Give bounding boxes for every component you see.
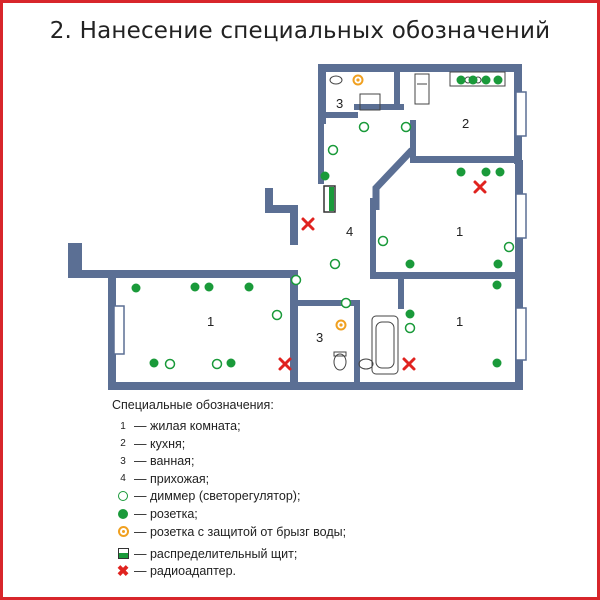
legend-key: 2 (120, 438, 126, 450)
dimmer-icon (327, 144, 339, 156)
dimmer-icon (358, 121, 370, 133)
socket-icon (481, 167, 491, 177)
dimmer-icon (164, 358, 176, 370)
legend-text: — радиоадаптер. (134, 564, 237, 579)
dimmer-icon (329, 258, 341, 270)
room-label-bedroom-bottom-right: 1 (456, 314, 463, 329)
legend-text: — распределительный щит; (134, 546, 298, 561)
socket-icon (493, 259, 503, 269)
socket-icon (481, 75, 491, 85)
waterproof-sockets (335, 74, 364, 331)
walls (68, 64, 523, 390)
socket-icon (204, 282, 214, 292)
legend-text: — диммер (светорегулятор); (134, 489, 301, 504)
room-label-bathroom-mid: 3 (316, 330, 323, 345)
legend-item-bathroom: 3 — ванная; (112, 453, 532, 469)
dimmer-icon (400, 121, 412, 133)
legend-item-living-room: 1 — жилая комната; (112, 418, 532, 434)
legend-text: — кухня; (134, 436, 186, 451)
socket-icon (190, 282, 200, 292)
dimmer-icon (503, 241, 515, 253)
radio-adapter-icon (301, 217, 315, 231)
legend-text: — ванная; (134, 454, 195, 469)
legend-text: — прихожая; (134, 471, 210, 486)
room-label-living-left: 1 (207, 314, 214, 329)
dimmer-icon (340, 297, 352, 309)
socket-icon (495, 167, 505, 177)
dimmer-icon (211, 358, 223, 370)
socket-icon (493, 75, 503, 85)
windows (113, 91, 527, 361)
socket-icon (492, 280, 502, 290)
waterproof-socket-icon (117, 526, 129, 538)
diagonal-walls (372, 147, 415, 210)
dimmer-icon (118, 491, 128, 502)
legend-item-kitchen: 2 — кухня; (112, 436, 532, 452)
legend-item-waterproof-socket: — розетка с защитой от брызг воды; (112, 524, 532, 540)
dimmer-icon (404, 322, 416, 334)
distribution-panel-icon (117, 548, 129, 560)
room-label-bedroom-right: 1 (456, 224, 463, 239)
legend-item-radio-adapter: ✖ — радиоадаптер. (112, 563, 532, 579)
legend-key: 3 (120, 455, 126, 467)
legend-text: — розетка; (134, 506, 198, 521)
socket-icon (405, 259, 415, 269)
radio-adapter-icon (473, 180, 487, 194)
dimmer-icon (290, 274, 302, 286)
dimmer-icon (377, 235, 389, 247)
legend-key: 4 (120, 473, 126, 485)
room-labels: 3 2 1 4 1 3 1 (207, 96, 469, 345)
socket-icon (226, 358, 236, 368)
socket-icon (492, 358, 502, 368)
radio-adapter-icon: ✖ (116, 562, 130, 580)
room-label-bathroom-top: 3 (336, 96, 343, 111)
legend: Специальные обозначения: 1 — жилая комна… (112, 398, 532, 581)
socket-icon (468, 75, 478, 85)
legend-text: — розетка с защитой от брызг воды; (134, 524, 347, 539)
radio-adapter-icon (278, 357, 292, 371)
legend-item-distribution-panel: — распределительный щит; (112, 546, 532, 562)
fixtures (329, 71, 506, 375)
legend-heading: Специальные обозначения: (112, 398, 274, 412)
distribution-panel-icon (323, 185, 336, 213)
socket-icon (320, 171, 330, 181)
legend-item-hallway: 4 — прихожая; (112, 471, 532, 487)
legend-text: — жилая комната; (134, 419, 241, 433)
legend-item-socket: — розетка; (112, 506, 532, 522)
socket-icon (405, 309, 415, 319)
sockets (131, 75, 505, 368)
socket-icon (456, 75, 466, 85)
socket-icon (131, 283, 141, 293)
dimmers (164, 121, 515, 370)
room-label-kitchen: 2 (462, 116, 469, 131)
radio-adapters (278, 180, 487, 371)
socket-icon (456, 167, 466, 177)
legend-item-dimmer: — диммер (светорегулятор); (112, 488, 532, 504)
socket-icon (244, 282, 254, 292)
socket-icon (118, 508, 128, 519)
page-title: 2. Нанесение специальных обозначений (49, 18, 551, 44)
socket-icon (149, 358, 159, 368)
dimmer-icon (271, 309, 283, 321)
room-label-hallway: 4 (346, 224, 353, 239)
radio-adapter-icon (402, 357, 416, 371)
legend-key: 1 (120, 420, 126, 432)
